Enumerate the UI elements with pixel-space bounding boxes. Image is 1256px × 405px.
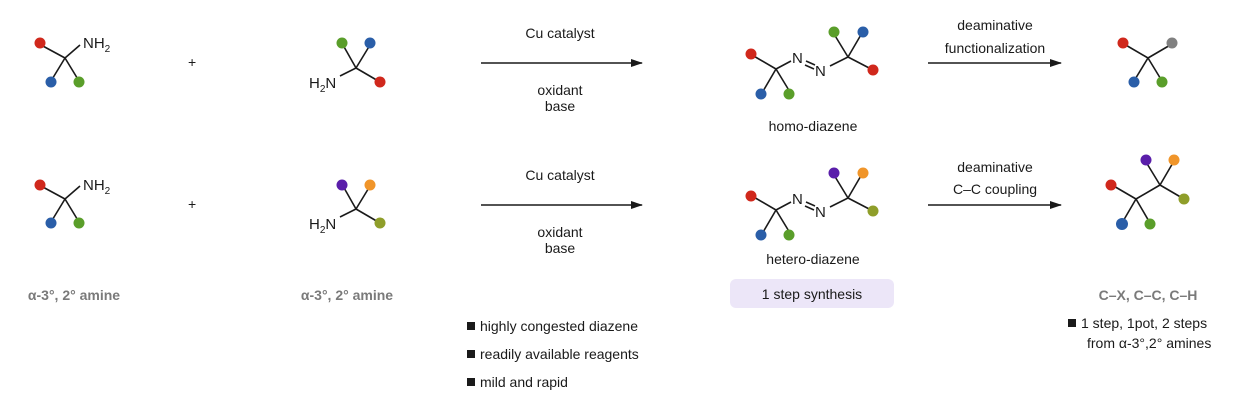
hetero-diazene-structure: N N [745, 167, 879, 241]
amine-group-label: NH2 [83, 177, 111, 197]
row1-final-product [1117, 37, 1178, 88]
row1-arrow2: deaminative functionalization [928, 17, 1062, 67]
substituent-node [745, 48, 757, 60]
substituent-node [867, 64, 879, 76]
substituent-node [755, 88, 767, 100]
advantage-text: mild and rapid [480, 374, 568, 390]
homo-diazene-structure: N N [745, 26, 879, 100]
substituent-node [857, 26, 869, 38]
arrow-reagent-above: Cu catalyst [525, 167, 594, 183]
note-line-1: 1 step, 1pot, 2 steps [1068, 313, 1211, 333]
nitrogen-atom: N [815, 63, 826, 80]
substituent-node [374, 217, 386, 229]
plus-sign: + [188, 54, 196, 70]
row2-amine1: NH2 [34, 177, 111, 229]
substituent-node [1105, 179, 1117, 191]
substituent-node [1144, 218, 1156, 230]
row2-amine2: H2N [309, 179, 386, 236]
substituent-node [364, 37, 376, 49]
substituent-node [45, 217, 57, 229]
arrow-condition-line2: C–C coupling [953, 181, 1037, 197]
substituent-node [745, 190, 757, 202]
substituent-node [783, 229, 795, 241]
advantages-list: highly congested diazene readily availab… [467, 312, 639, 396]
advantage-text: readily available reagents [480, 346, 639, 362]
substituent-node [1156, 76, 1168, 88]
substituent-node [1128, 76, 1140, 88]
substituent-node [1116, 218, 1128, 230]
amine-group-label: H2N [309, 75, 336, 95]
badge-text: 1 step synthesis [761, 285, 863, 302]
nitrogen-atom: N [792, 191, 803, 208]
homo-diazene-label: homo-diazene [769, 118, 858, 134]
substituent-node [1168, 154, 1180, 166]
list-item: mild and rapid [467, 368, 639, 396]
square-bullet-icon [1068, 319, 1076, 327]
substituent-node [73, 76, 85, 88]
substituent-node [755, 229, 767, 241]
substituent-node [828, 26, 840, 38]
amine1-class-label: α-3°, 2° amine [28, 287, 120, 303]
arrow-reagent-below-2: base [545, 98, 576, 114]
row2-arrow2: deaminative C–C coupling [928, 159, 1062, 209]
arrow-condition-line1: deaminative [957, 17, 1033, 33]
substituent-node [857, 167, 869, 179]
arrow-reagent-above: Cu catalyst [525, 25, 594, 41]
substituent-node [45, 76, 57, 88]
substituent-node [73, 217, 85, 229]
amine2-class-label: α-3°, 2° amine [301, 287, 393, 303]
square-bullet-icon [467, 322, 475, 330]
note-text-2: from α-3°,2° amines [1087, 335, 1212, 351]
arrow-reagent-below-2: base [545, 240, 576, 256]
substituent-node [364, 179, 376, 191]
square-bullet-icon [467, 350, 475, 358]
nitrogen-atom: N [815, 204, 826, 221]
note-line-2: from α-3°,2° amines [1068, 333, 1211, 353]
nitrogen-atom: N [792, 50, 803, 67]
row1-amine2: H2N [309, 37, 386, 95]
hetero-diazene-label: hetero-diazene [766, 251, 860, 267]
square-bullet-icon [467, 378, 475, 386]
list-item: readily available reagents [467, 340, 639, 368]
substituent-node [1166, 37, 1178, 49]
row1-arrow1: Cu catalyst oxidant base [481, 25, 643, 114]
row2-arrow1: Cu catalyst oxidant base [481, 167, 643, 256]
final-note: 1 step, 1pot, 2 steps from α-3°,2° amine… [1068, 313, 1211, 353]
one-step-synthesis-badge: 1 step synthesis [730, 279, 894, 308]
arrow-condition-line2: functionalization [945, 40, 1045, 56]
arrow-reagent-below-1: oxidant [537, 224, 582, 240]
substituent-node [1140, 154, 1152, 166]
substituent-node [374, 76, 386, 88]
substituent-node [336, 179, 348, 191]
note-text-1: 1 step, 1pot, 2 steps [1081, 315, 1208, 331]
list-item: highly congested diazene [467, 312, 639, 340]
substituent-node [1178, 193, 1190, 205]
substituent-node [34, 179, 46, 191]
row2-final-product [1105, 154, 1190, 230]
row1-amine1: NH2 [34, 35, 111, 88]
substituent-node [783, 88, 795, 100]
substituent-node [34, 37, 46, 49]
advantage-text: highly congested diazene [480, 318, 639, 334]
plus-sign: + [188, 196, 196, 212]
arrow-reagent-below-1: oxidant [537, 82, 582, 98]
substituent-node [336, 37, 348, 49]
amine-group-label: H2N [309, 216, 336, 236]
substituent-node [1117, 37, 1129, 49]
substituent-node [828, 167, 840, 179]
bonds-formed-label: C–X, C–C, C–H [1099, 287, 1198, 303]
substituent-node [867, 205, 879, 217]
arrow-condition-line1: deaminative [957, 159, 1033, 175]
amine-group-label: NH2 [83, 35, 111, 55]
